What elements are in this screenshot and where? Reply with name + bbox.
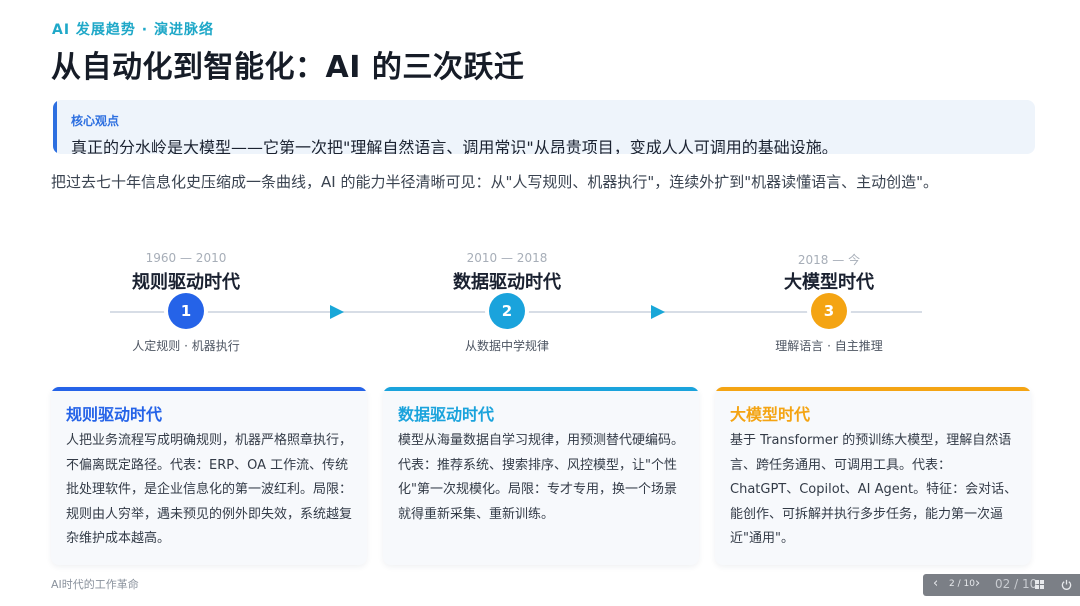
page-indicator: 2 / 10	[949, 579, 975, 589]
era-card-1: 规则驱动时代 人把业务流程写成明确规则，机器严格照章执行，不偏离既定路径。代表：…	[51, 387, 367, 565]
lead-paragraph: 把过去七十年信息化史压缩成一条曲线，AI 的能力半径清晰可见：从"人写规则、机器…	[51, 173, 939, 191]
card-accent-bar	[51, 387, 367, 391]
prev-slide-button[interactable]: ‹	[933, 576, 939, 591]
card-body: 人把业务流程写成明确规则，机器严格照章执行，不偏离既定路径。代表：ERP、OA …	[66, 433, 353, 546]
era-period: 2018 — 今	[797, 253, 861, 267]
page-title: 从自动化到智能化：AI 的三次跃迁	[51, 50, 525, 85]
era-number-badge: 2	[489, 293, 525, 329]
card-accent-bar	[383, 387, 699, 391]
era-name: 规则驱动时代	[132, 272, 240, 293]
era-period: 1960 — 2010	[145, 251, 227, 265]
era-description: 人定规则 · 机器执行	[132, 339, 240, 353]
era-card-2: 数据驱动时代 模型从海量数据自学习规律，用预测替代硬编码。代表：推荐系统、搜索排…	[383, 387, 699, 565]
era-card-3: 大模型时代 基于 Transformer 的预训练大模型，理解自然语言、跨任务通…	[715, 387, 1031, 565]
card-accent-bar	[715, 387, 1031, 391]
page-number-overlay: 02 / 10	[995, 577, 1038, 591]
eyebrow: AI 发展趋势 · 演进脉络	[52, 22, 214, 38]
card-title: 规则驱动时代	[66, 405, 163, 424]
grid-icon[interactable]	[1035, 580, 1044, 592]
power-icon[interactable]	[1061, 579, 1072, 593]
era-name: 数据驱动时代	[453, 272, 561, 293]
next-slide-button[interactable]: ›	[975, 576, 981, 591]
card-body: 基于 Transformer 的预训练大模型，理解自然语言、跨任务通用、可调用工…	[730, 433, 1018, 546]
era-description: 理解语言 · 自主推理	[775, 339, 883, 353]
era-name: 大模型时代	[784, 272, 874, 293]
arrow-right-icon	[330, 305, 344, 319]
card-title: 数据驱动时代	[398, 405, 495, 424]
slide-pager: ‹ 2 / 10 › 02 / 10	[923, 574, 1080, 596]
arrow-right-icon	[651, 305, 665, 319]
callout-text: 真正的分水岭是大模型——它第一次把"理解自然语言、调用常识"从昂贵项目，变成人人…	[71, 138, 838, 154]
key-insight-callout: 核心观点 真正的分水岭是大模型——它第一次把"理解自然语言、调用常识"从昂贵项目…	[53, 100, 1035, 154]
era-number-badge: 3	[811, 293, 847, 329]
era-description: 从数据中学规律	[464, 339, 549, 353]
era-period: 2010 — 2018	[466, 251, 548, 265]
footer-text: AI时代的工作革命	[51, 578, 139, 591]
card-body: 模型从海量数据自学习规律，用预测替代硬编码。代表：推荐系统、搜索排序、风控模型，…	[398, 433, 685, 522]
era-number-badge: 1	[168, 293, 204, 329]
card-title: 大模型时代	[730, 405, 811, 424]
callout-accent-bar	[53, 100, 57, 154]
callout-label: 核心观点	[71, 114, 120, 128]
